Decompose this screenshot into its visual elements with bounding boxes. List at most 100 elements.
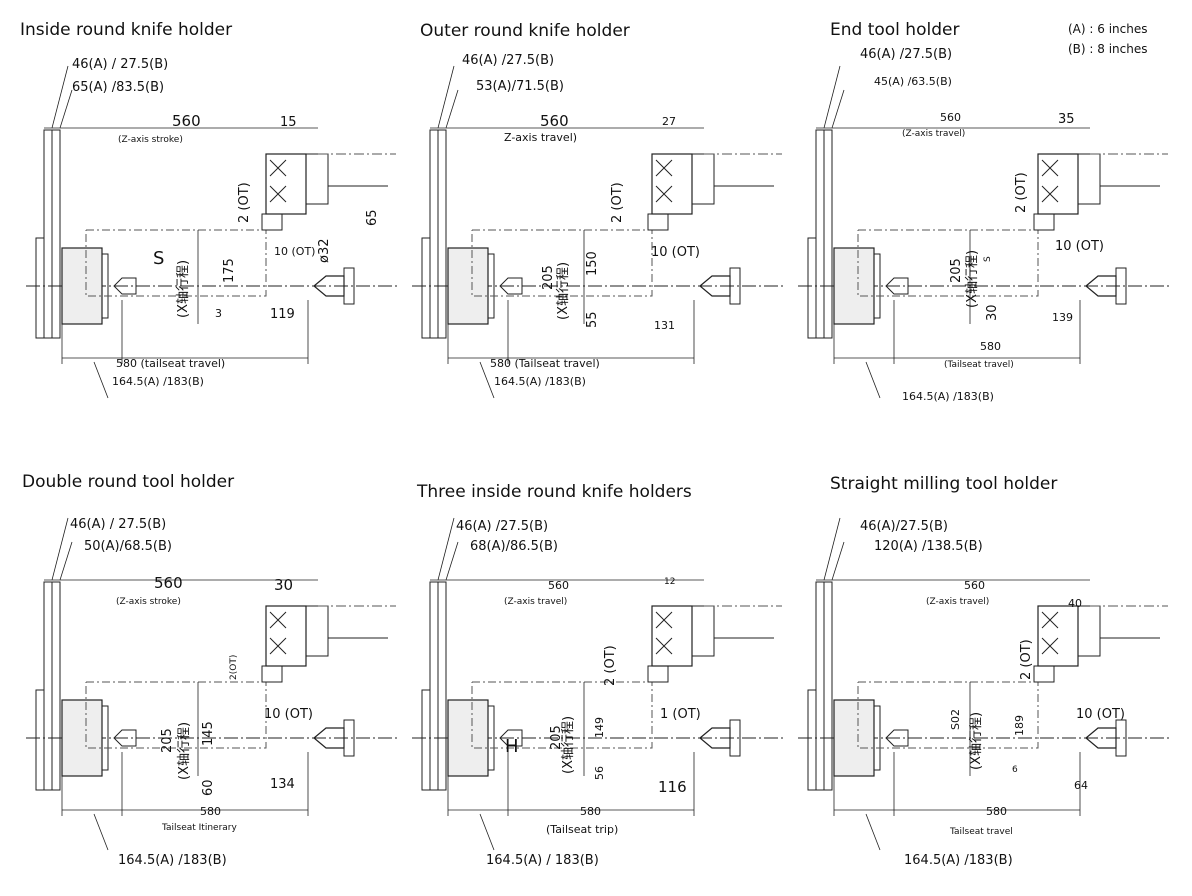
z-travel-caption: (Z-axis travel) bbox=[504, 597, 568, 607]
headstock-plate bbox=[823, 581, 833, 791]
chuck bbox=[447, 247, 489, 325]
panel-double-round-tool-holder: Double round tool holder 46(A) / 27.5(B)… bbox=[18, 470, 402, 890]
bottom-dim: 164.5(A) /183(B) bbox=[902, 390, 994, 403]
live-center bbox=[885, 729, 909, 747]
x-stroke: 205 bbox=[541, 265, 556, 290]
turret-body bbox=[305, 605, 329, 657]
x-lower: 60 bbox=[201, 779, 216, 796]
right-offset: 139 bbox=[1052, 311, 1073, 324]
chuck-jaw bbox=[487, 705, 495, 771]
x-upper: S bbox=[983, 256, 993, 262]
ot-top: 2 (OT) bbox=[237, 182, 252, 223]
panel-title: Outer round knife holder bbox=[420, 21, 630, 41]
dim-top-2: 45(A) /63.5(B) bbox=[874, 75, 952, 88]
panel-straight-milling-tool-holder: Straight milling tool holder 46(A)/27.5(… bbox=[790, 470, 1174, 890]
tailstock-quill bbox=[729, 267, 741, 305]
headstock-base bbox=[421, 237, 431, 339]
drawing bbox=[798, 517, 1170, 851]
live-center bbox=[885, 277, 909, 295]
travel-envelope bbox=[85, 681, 267, 749]
travel-envelope bbox=[857, 681, 1039, 749]
drawing bbox=[26, 65, 398, 399]
tool-width: 30 bbox=[274, 576, 294, 594]
tailstock-quill bbox=[343, 719, 355, 757]
chuck bbox=[833, 699, 875, 777]
headstock-base bbox=[421, 689, 431, 791]
bore-diameter: ø32 bbox=[317, 238, 332, 264]
x-lower: 55 bbox=[585, 311, 600, 328]
z-travel-value: 560 bbox=[940, 111, 961, 124]
leader-line bbox=[437, 517, 455, 581]
dim-top-1: 46(A) /27.5(B) bbox=[462, 53, 555, 68]
bottom-dim: 164.5(A) /183(B) bbox=[112, 375, 204, 388]
ot-top: 2(OT) bbox=[229, 654, 239, 680]
legend-a: (A) : 6 inches bbox=[1068, 22, 1148, 36]
bottom-leader-line bbox=[865, 813, 881, 851]
turret-block bbox=[651, 605, 693, 667]
tool-width: 40 bbox=[1068, 597, 1082, 610]
tool-height: 65 bbox=[365, 209, 380, 226]
x-caption: (X轴行程) bbox=[561, 715, 576, 774]
ot-side: 1 (OT) bbox=[660, 707, 701, 722]
dim-top-1: 46(A) /27.5(B) bbox=[456, 519, 549, 534]
z-travel-caption: (Z-axis stroke) bbox=[118, 135, 183, 145]
live-center bbox=[113, 277, 137, 295]
z-travel-value: 560 bbox=[172, 112, 201, 130]
tailseat-value: 580 bbox=[580, 805, 601, 818]
headstock-plate bbox=[51, 581, 61, 791]
dim-top-1: 46(A) /27.5(B) bbox=[860, 47, 953, 62]
leader-line bbox=[59, 541, 73, 581]
bearing-mark bbox=[269, 611, 287, 655]
x-caption: (X轴行程) bbox=[177, 721, 192, 780]
tailseat-value: 580 bbox=[986, 805, 1007, 818]
headstock-base bbox=[807, 689, 817, 791]
dim-top-2: 50(A)/68.5(B) bbox=[84, 539, 172, 554]
chuck-jaw bbox=[101, 705, 109, 771]
panel-title: Straight milling tool holder bbox=[830, 474, 1058, 494]
x-stroke: 205 bbox=[949, 258, 964, 283]
panel-end-tool-holder: End tool holder 46(A) /27.5(B) 45(A) /63… bbox=[790, 18, 1174, 438]
tailseat-caption: Tailseat travel bbox=[950, 827, 1013, 837]
chuck-jaw bbox=[873, 705, 881, 771]
dim-top-2: 120(A) /138.5(B) bbox=[874, 539, 983, 554]
turret-block bbox=[265, 605, 307, 667]
bearing-mark bbox=[269, 159, 287, 203]
turret-body bbox=[305, 153, 329, 205]
drawing bbox=[412, 65, 784, 399]
headstock-plate bbox=[437, 581, 447, 791]
tailseat-travel: 580 (Tailseat travel) bbox=[490, 357, 600, 370]
headstock-plate bbox=[815, 581, 825, 791]
x-upper: 175 bbox=[222, 258, 237, 283]
ot-side: 10 (OT) bbox=[1076, 707, 1125, 722]
live-center bbox=[499, 729, 523, 747]
turret-block bbox=[265, 153, 307, 215]
headstock-plate bbox=[437, 129, 447, 339]
tool-tip bbox=[261, 213, 283, 231]
bottom-dim: 164.5(A) / 183(B) bbox=[486, 853, 599, 868]
travel-envelope bbox=[471, 229, 653, 297]
tool-width: 27 bbox=[662, 115, 676, 128]
drawing bbox=[26, 517, 398, 851]
panel-three-inside-round-knife-holders: Three inside round knife holders 46(A) /… bbox=[404, 470, 788, 890]
turret-block bbox=[1037, 605, 1079, 667]
x-upper: 149 bbox=[593, 717, 606, 738]
turret-body bbox=[691, 153, 715, 205]
dim-top-1: 46(A) / 27.5(B) bbox=[70, 517, 167, 532]
leader-line bbox=[831, 89, 845, 129]
tailseat-value: 580 bbox=[200, 805, 221, 818]
chuck bbox=[61, 699, 103, 777]
leader-line bbox=[831, 541, 845, 581]
leader-line bbox=[445, 541, 459, 581]
x-lower: 56 bbox=[593, 766, 606, 780]
legend-b: (B) : 8 inches bbox=[1068, 42, 1148, 56]
z-travel-caption: (Z-axis stroke) bbox=[116, 597, 181, 607]
leader-line bbox=[823, 517, 841, 581]
z-travel-value: 560 bbox=[540, 112, 569, 130]
x-lower: 30 bbox=[985, 304, 1000, 321]
leader-line bbox=[51, 65, 69, 129]
headstock-plate bbox=[815, 129, 825, 339]
panel-outer-round-knife-holder: Outer round knife holder 46(A) /27.5(B) … bbox=[404, 18, 788, 438]
bearing-mark bbox=[655, 159, 673, 203]
tailseat-caption: (Tailseat trip) bbox=[546, 823, 619, 836]
headstock-plate bbox=[429, 129, 439, 339]
